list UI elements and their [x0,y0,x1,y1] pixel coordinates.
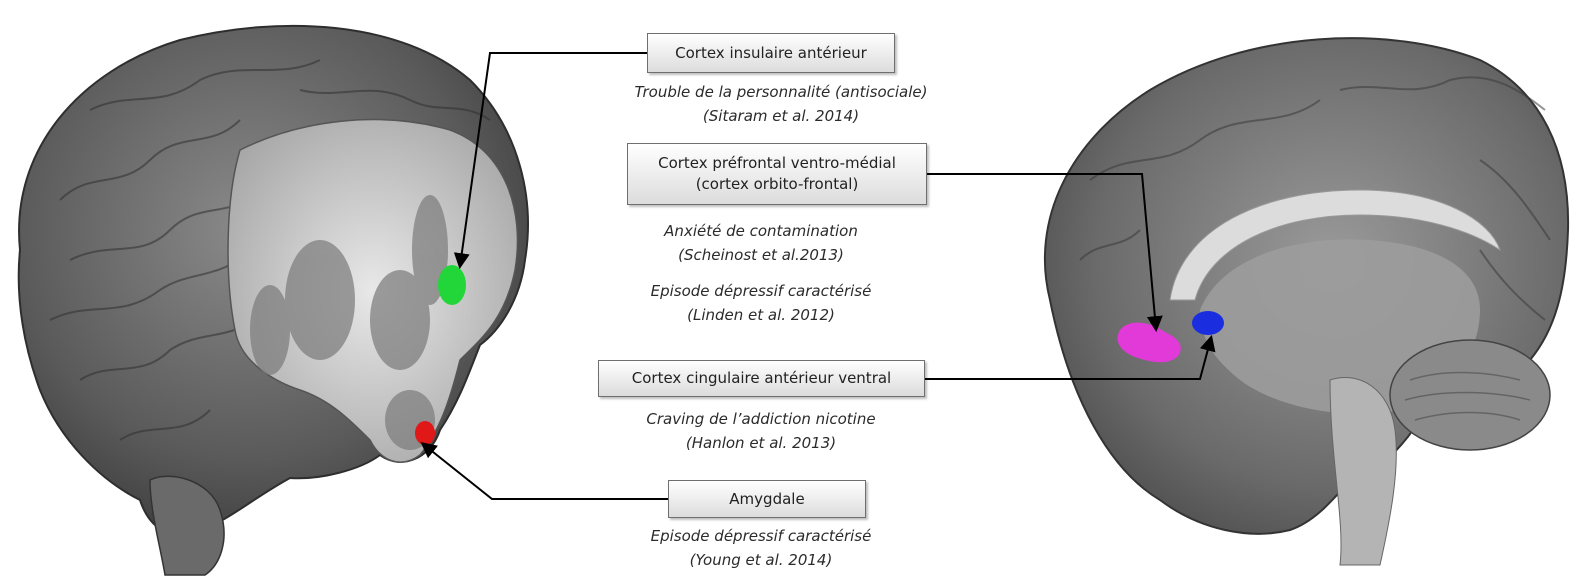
vmpfc-condition-1: Anxiété de contamination [601,219,921,243]
vmpfc-citation-1: (Scheinost et al.2013) [601,243,921,267]
insula-citation: (Sitaram et al. 2014) [611,104,951,128]
insula-condition: Trouble de la personnalité (antisociale) [611,80,951,104]
cerebellum [1390,340,1550,450]
amygdala-activation-blob [415,421,435,445]
amygdala-citation: (Young et al. 2014) [601,548,921,572]
amygdala-note: Episode dépressif caractérisé (Young et … [601,524,921,572]
cingulate-label-box: Cortex cingulaire antérieur ventral [598,360,925,397]
cingulate-condition: Craving de l’addiction nicotine [601,407,921,431]
vmpfc-note-2: Episode dépressif caractérisé (Linden et… [601,279,921,327]
vmpfc-condition-2: Episode dépressif caractérisé [601,279,921,303]
amygdala-label: Amygdale [729,489,804,510]
insula-activation-blob [438,265,466,305]
right-brain-illustration [1045,38,1568,565]
right-brain-stem [1330,377,1396,565]
vmpfc-citation-2: (Linden et al. 2012) [601,303,921,327]
cingulate-citation: (Hanlon et al. 2013) [601,431,921,455]
vmpfc-label-line1: Cortex préfrontal ventro-médial [658,153,896,174]
left-brain-illustration [19,26,528,575]
vmpfc-label-line2: (cortex orbito-frontal) [696,174,859,195]
insula-note: Trouble de la personnalité (antisociale)… [611,80,951,128]
cingulate-label: Cortex cingulaire antérieur ventral [632,368,891,389]
vmpfc-note-1: Anxiété de contamination (Scheinost et a… [601,219,921,267]
cingulate-activation-blob [1192,311,1224,335]
amygdala-label-box: Amygdale [668,480,866,518]
vmpfc-label-box: Cortex préfrontal ventro-médial (cortex … [627,143,927,205]
insula-label: Cortex insulaire antérieur [675,43,867,64]
insula-label-box: Cortex insulaire antérieur [647,33,895,73]
amygdala-condition: Episode dépressif caractérisé [601,524,921,548]
cingulate-note: Craving de l’addiction nicotine (Hanlon … [601,407,921,455]
